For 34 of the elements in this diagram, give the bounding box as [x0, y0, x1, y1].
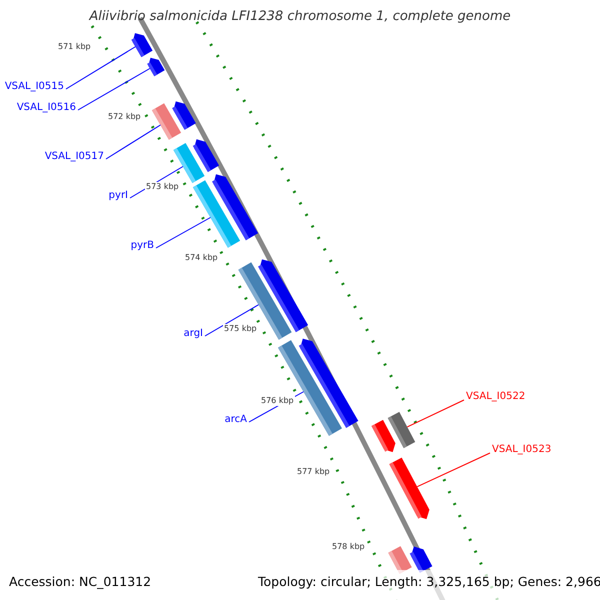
leader-line — [156, 217, 211, 248]
leader-line — [406, 400, 464, 428]
gene-label: VSAL_I0516 — [16, 100, 76, 115]
tick-label: 575 kbp — [223, 324, 258, 334]
tick-label: 577 kbp — [296, 467, 331, 477]
footer-text: Accession: NC_011312 — [9, 574, 152, 590]
leader-line — [416, 452, 490, 488]
gene-label: VSAL_I0523 — [492, 442, 552, 457]
tick-label: 572 kbp — [107, 112, 142, 122]
gene-feature — [147, 58, 165, 76]
leader-line — [204, 304, 259, 336]
gene-block — [278, 340, 342, 436]
gene-label: argI — [184, 326, 203, 341]
tick-label: 573 kbp — [145, 182, 180, 192]
gene-feature — [131, 33, 153, 58]
tick-label: 578 kbp — [331, 542, 366, 552]
gene-label: arcA — [224, 412, 247, 427]
gene-label: pyrB — [130, 238, 154, 253]
gene-label: VSAL_I0522 — [466, 389, 526, 404]
gene-label: VSAL_I0517 — [44, 149, 104, 164]
leader-line — [106, 124, 161, 160]
gene-block — [173, 143, 205, 183]
gene-feature — [372, 420, 396, 452]
gene-label: VSAL_I0515 — [4, 79, 64, 94]
tick-label: 576 kbp — [260, 396, 295, 406]
gene-label: pyrI — [108, 188, 128, 203]
tick-label: 574 kbp — [184, 253, 219, 263]
leader-line — [66, 46, 136, 90]
chart-title: Aliivibrio salmonicida LFI1238 chromosome 1, complete genome — [88, 9, 512, 25]
gene-block — [152, 103, 182, 140]
gene-block — [192, 180, 240, 248]
leader-line — [78, 68, 150, 110]
tick-label: 571 kbp — [57, 42, 92, 52]
gene-feature — [389, 458, 430, 520]
